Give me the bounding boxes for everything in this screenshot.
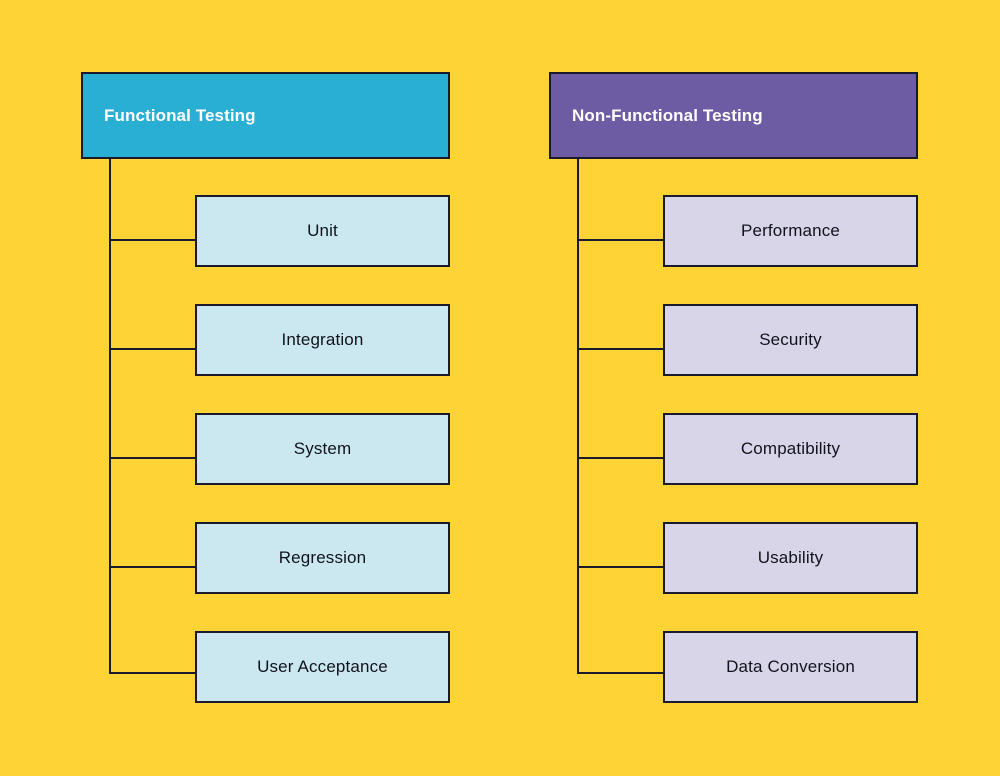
node-integration[interactable]: Integration: [195, 304, 450, 376]
connector-branch-non-functional-1: [577, 239, 665, 241]
node-label-regression: Regression: [278, 548, 367, 567]
connector-branch-functional-4: [109, 566, 197, 568]
node-security[interactable]: Security: [663, 304, 918, 376]
node-label-user-acceptance: User Acceptance: [257, 657, 388, 676]
connector-branch-non-functional-5: [577, 672, 665, 674]
node-label-unit: Unit: [307, 221, 338, 240]
node-data-conversion[interactable]: Data Conversion: [663, 631, 918, 703]
node-label-system: System: [293, 439, 352, 458]
node-label-compatibility: Compatibility: [740, 439, 841, 458]
node-label-functional-testing-root: Functional Testing: [104, 105, 256, 125]
node-performance[interactable]: Performance: [663, 195, 918, 267]
node-system[interactable]: System: [195, 413, 450, 485]
node-label-data-conversion: Data Conversion: [726, 657, 855, 676]
connector-branch-non-functional-4: [577, 566, 665, 568]
node-functional-testing-root[interactable]: Functional Testing: [81, 72, 450, 159]
connector-branch-functional-3: [109, 457, 197, 459]
node-regression[interactable]: Regression: [195, 522, 450, 594]
node-label-integration: Integration: [281, 330, 364, 349]
node-label-usability: Usability: [757, 548, 824, 567]
connector-branch-functional-5: [109, 672, 197, 674]
node-label-security: Security: [759, 330, 822, 349]
node-label-performance: Performance: [741, 221, 840, 240]
connector-trunk-non-functional: [577, 159, 579, 673]
node-label-non-functional-testing-root: Non-Functional Testing: [572, 105, 763, 125]
node-unit[interactable]: Unit: [195, 195, 450, 267]
node-user-acceptance[interactable]: User Acceptance: [195, 631, 450, 703]
node-compatibility[interactable]: Compatibility: [663, 413, 918, 485]
connector-branch-non-functional-3: [577, 457, 665, 459]
connector-branch-non-functional-2: [577, 348, 665, 350]
node-usability[interactable]: Usability: [663, 522, 918, 594]
connector-branch-functional-2: [109, 348, 197, 350]
node-non-functional-testing-root[interactable]: Non-Functional Testing: [549, 72, 918, 159]
connector-trunk-functional: [109, 159, 111, 673]
connector-branch-functional-1: [109, 239, 197, 241]
